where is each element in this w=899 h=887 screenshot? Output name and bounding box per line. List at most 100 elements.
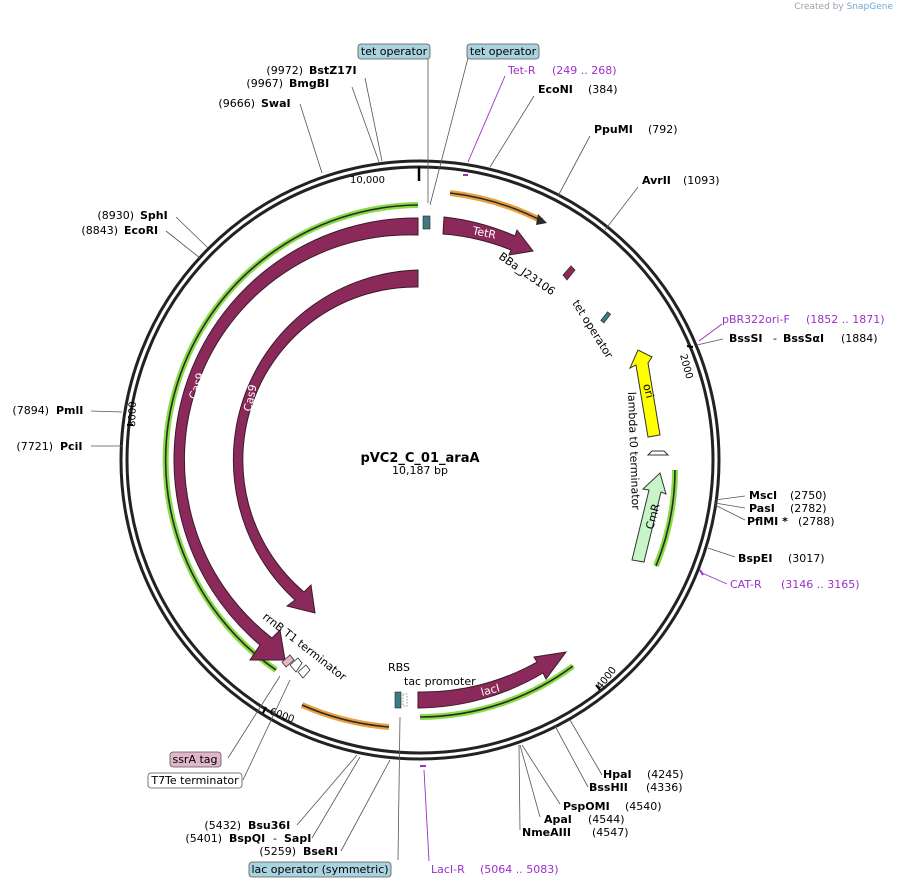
- laci-arrow[interactable]: [417, 651, 568, 709]
- svg-text:(7894): (7894): [12, 404, 49, 417]
- svg-text:(4336): (4336): [646, 781, 683, 794]
- tac-promoter-label: tac promoter: [404, 675, 476, 688]
- svg-text:BssHII: BssHII: [589, 781, 628, 794]
- svg-text:(4544): (4544): [588, 813, 625, 826]
- enzyme-swai[interactable]: (9666) SwaI: [218, 97, 290, 110]
- svg-text:EcoNI: EcoNI: [538, 83, 573, 96]
- enzyme-sphi[interactable]: (8930) SphI: [97, 209, 167, 222]
- primer-cat-r[interactable]: CAT-R (3146 .. 3165): [730, 578, 860, 591]
- svg-text:(1093): (1093): [683, 174, 720, 187]
- orf-orange-bottom: [300, 702, 390, 730]
- ori-arrow[interactable]: [628, 349, 661, 438]
- enzyme-ecori[interactable]: (8843) EcoRI: [81, 224, 158, 237]
- bba-label: BBa_J23106: [496, 250, 557, 298]
- enzyme-pspomi[interactable]: PspOMI (4540): [563, 800, 662, 813]
- enzyme-bspqi[interactable]: (5401) BspQI - SapI: [185, 832, 311, 845]
- t7te-terminator-label: T7Te terminator: [150, 774, 239, 787]
- plasmid-name: pVC2_C_01_araA: [360, 451, 479, 466]
- svg-text:(9967): (9967): [246, 77, 283, 90]
- svg-text:-: -: [773, 332, 777, 345]
- svg-text:(3146 .. 3165): (3146 .. 3165): [781, 578, 860, 591]
- cmr-arrow[interactable]: [631, 472, 667, 563]
- svg-text:-: -: [273, 832, 277, 845]
- enzyme-bmgbi[interactable]: (9967) BmgBI: [246, 77, 329, 90]
- svg-text:SapI: SapI: [284, 832, 311, 845]
- svg-text:ApaI: ApaI: [544, 813, 572, 826]
- tick-2000: 2000: [677, 353, 694, 380]
- leader-lines: [90, 57, 746, 861]
- svg-text:PpuMI: PpuMI: [594, 123, 633, 136]
- t7te-symbol: [297, 664, 311, 679]
- svg-text:(5259): (5259): [259, 845, 296, 858]
- tet-operator-origin: [422, 215, 431, 230]
- svg-text:AvrII: AvrII: [642, 174, 671, 187]
- svg-text:PspOMI: PspOMI: [563, 800, 610, 813]
- svg-text:Bsu36I: Bsu36I: [248, 819, 290, 832]
- enzyme-apai[interactable]: ApaI (4544): [544, 813, 625, 826]
- plasmid-length: 10,187 bp: [392, 464, 448, 477]
- rrnb-symbol: [289, 657, 303, 673]
- svg-text:(2782): (2782): [790, 502, 827, 515]
- tetr-label: TetR: [470, 224, 497, 242]
- primer-pbr322ori-f[interactable]: pBR322ori-F (1852 .. 1871): [722, 313, 885, 326]
- snapgene-credit: Created by SnapGene: [794, 2, 893, 12]
- enzyme-pcii[interactable]: (7721) PciI: [16, 440, 82, 453]
- svg-text:EcoRI: EcoRI: [124, 224, 158, 237]
- enzyme-nmeaiii[interactable]: NmeAIII (4547): [522, 826, 629, 839]
- enzyme-msci[interactable]: MscI (2750): [749, 489, 827, 502]
- svg-text:(4547): (4547): [592, 826, 629, 839]
- enzyme-pasi[interactable]: PasI (2782): [749, 502, 827, 515]
- tet-operator-box-2[interactable]: [466, 43, 540, 60]
- tick-8000: 8000: [127, 401, 139, 427]
- svg-text:BmgBI: BmgBI: [289, 77, 329, 90]
- svg-text:PflMI *: PflMI *: [747, 515, 788, 528]
- enzyme-avrii[interactable]: AvrII (1093): [642, 174, 720, 187]
- primer-laci-r[interactable]: LacI-R (5064 .. 5083): [431, 863, 559, 876]
- enzyme-pmli[interactable]: (7894) PmlI: [12, 404, 83, 417]
- enzyme-hpai[interactable]: HpaI (4245): [603, 768, 684, 781]
- enzyme-bsshii[interactable]: BssHII (4336): [589, 781, 683, 794]
- laci-label: lacI: [479, 681, 501, 698]
- tet-operator-label-2: tet operator: [470, 45, 537, 58]
- svg-text:(384): (384): [588, 83, 618, 96]
- svg-text:CAT-R: CAT-R: [730, 578, 762, 591]
- ssra-tag-label: ssrA tag: [172, 753, 217, 766]
- tet-operator-small: [600, 311, 612, 324]
- enzyme-econi[interactable]: EcoNI (384): [538, 83, 618, 96]
- ssra-tag-box[interactable]: [169, 751, 222, 768]
- svg-text:MscI: MscI: [749, 489, 777, 502]
- lambda-terminator-label: lambda t0 terminator: [625, 392, 642, 511]
- tetr-arrow[interactable]: [442, 216, 534, 256]
- t7te-terminator-box[interactable]: [147, 772, 243, 789]
- svg-text:PasI: PasI: [749, 502, 775, 515]
- enzyme-bspei[interactable]: BspEI (3017): [738, 552, 825, 565]
- enzyme-bstz17i[interactable]: (9972) BstZ17I: [266, 64, 356, 77]
- orf-orange-top: [449, 190, 544, 224]
- enzyme-bseri[interactable]: (5259) BseRI: [259, 845, 338, 858]
- svg-text:(1884): (1884): [841, 332, 878, 345]
- primer-leaders: [423, 75, 728, 862]
- enzyme-bsssi[interactable]: BssSI - BssSαI (1884): [729, 332, 878, 345]
- svg-text:HpaI: HpaI: [603, 768, 632, 781]
- primer-tet-r[interactable]: Tet-R (249 .. 268): [507, 64, 617, 77]
- svg-text:(5064 .. 5083): (5064 .. 5083): [480, 863, 559, 876]
- svg-text:Tet-R: Tet-R: [507, 64, 536, 77]
- tet-operator-box-1[interactable]: [357, 43, 431, 60]
- snapgene-brand: SnapGene: [846, 2, 893, 12]
- enzyme-pflmi[interactable]: PflMI * (2788): [747, 515, 835, 528]
- cas9-inner-arrow[interactable]: [232, 269, 419, 614]
- svg-text:(5401): (5401): [185, 832, 222, 845]
- svg-text:BstZ17I: BstZ17I: [309, 64, 357, 77]
- svg-text:(2750): (2750): [790, 489, 827, 502]
- svg-text:(4245): (4245): [647, 768, 684, 781]
- cas9-outer-arrow[interactable]: [173, 217, 419, 661]
- backbone-outer: [119, 159, 721, 761]
- lac-operator-box[interactable]: [248, 861, 392, 878]
- enzyme-bsu36i[interactable]: (5432) Bsu36I: [204, 819, 290, 832]
- svg-text:(249 .. 268): (249 .. 268): [552, 64, 617, 77]
- enzyme-ppumi[interactable]: PpuMI (792): [594, 123, 678, 136]
- svg-text:NmeAIII: NmeAIII: [522, 826, 571, 839]
- svg-text:BssSI: BssSI: [729, 332, 763, 345]
- lambda-terminator-symbol: [646, 450, 670, 456]
